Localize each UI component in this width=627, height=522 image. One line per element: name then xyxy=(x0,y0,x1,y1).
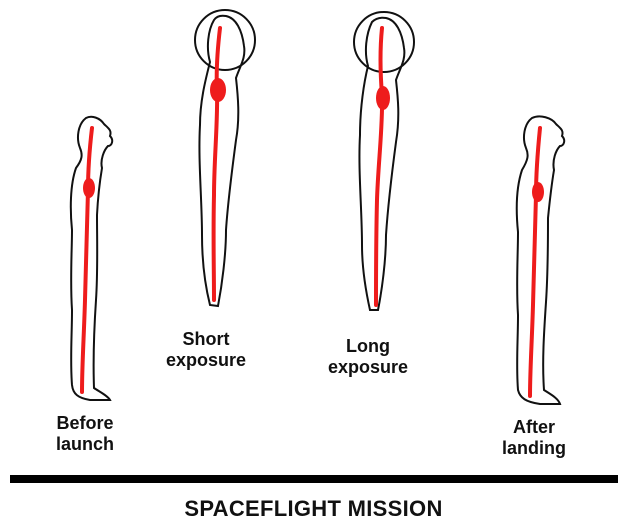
label-before-launch-line2: launch xyxy=(56,434,114,455)
brainstem-bulge-short-exposure xyxy=(210,78,226,102)
label-long-exposure-line1: Long xyxy=(328,336,408,357)
label-long-exposure-line2: exposure xyxy=(328,357,408,378)
label-after-landing: After landing xyxy=(502,417,566,459)
label-after-landing-line1: After xyxy=(502,417,566,438)
brainstem-bulge-after-landing xyxy=(532,182,544,202)
helmet-long-exposure xyxy=(354,12,414,72)
label-long-exposure: Long exposure xyxy=(328,336,408,378)
spine-long-exposure xyxy=(376,28,382,305)
label-short-exposure: Short exposure xyxy=(166,329,246,371)
body-outline-short-exposure xyxy=(199,16,244,306)
baseline-bar xyxy=(10,475,618,483)
figure-short-exposure xyxy=(195,10,255,306)
body-outline-after-landing xyxy=(517,116,564,404)
figure-after-landing xyxy=(517,116,564,404)
label-short-exposure-line1: Short xyxy=(166,329,246,350)
brainstem-bulge-long-exposure xyxy=(376,86,390,110)
helmet-short-exposure xyxy=(195,10,255,70)
label-short-exposure-line2: exposure xyxy=(166,350,246,371)
spine-before-launch xyxy=(82,128,92,392)
label-before-launch: Before launch xyxy=(56,413,114,455)
label-after-landing-line2: landing xyxy=(502,438,566,459)
figure-before-launch xyxy=(71,117,112,400)
brainstem-bulge-before-launch xyxy=(83,178,95,198)
label-before-launch-line1: Before xyxy=(56,413,114,434)
body-outline-before-launch xyxy=(71,117,112,400)
spine-after-landing xyxy=(530,128,540,396)
figure-long-exposure xyxy=(354,12,414,310)
diagram-title: SPACEFLIGHT MISSION xyxy=(0,497,627,521)
